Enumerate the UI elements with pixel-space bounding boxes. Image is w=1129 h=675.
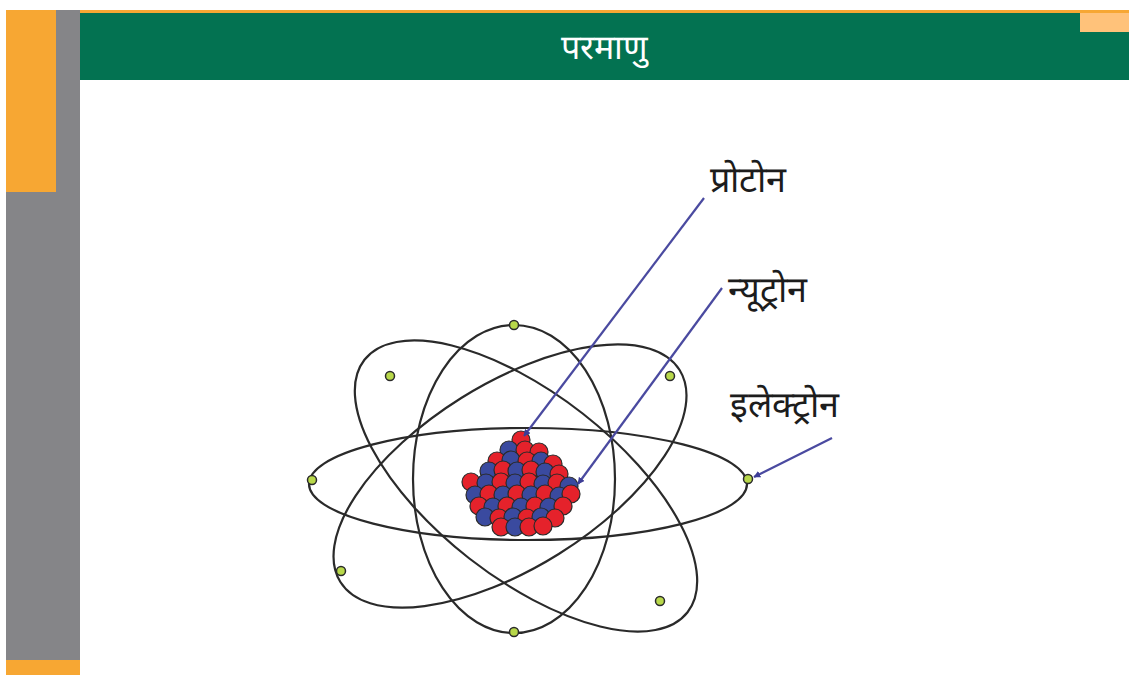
header-band	[80, 13, 1129, 80]
leader-arrows	[524, 198, 832, 484]
orbit	[309, 428, 747, 540]
part-label: प्रोटोन	[710, 158, 786, 202]
leader-line	[578, 288, 722, 484]
nucleus	[462, 431, 580, 536]
leader-line	[754, 438, 832, 477]
side-bar	[6, 10, 80, 665]
electrons	[308, 321, 753, 637]
corner-accent	[1080, 13, 1129, 32]
part-label: न्यूट्रोन	[728, 268, 807, 312]
orbit	[292, 292, 729, 660]
leader-line	[524, 198, 704, 436]
orbit	[413, 325, 615, 633]
part-label: इलेक्ट्रोन	[730, 383, 839, 427]
bottom-accent	[6, 660, 80, 675]
title-text: परमाणु	[80, 25, 1129, 69]
top-line	[80, 10, 1129, 13]
orbit	[308, 287, 744, 675]
orbits	[292, 287, 747, 675]
side-accent	[6, 10, 56, 192]
